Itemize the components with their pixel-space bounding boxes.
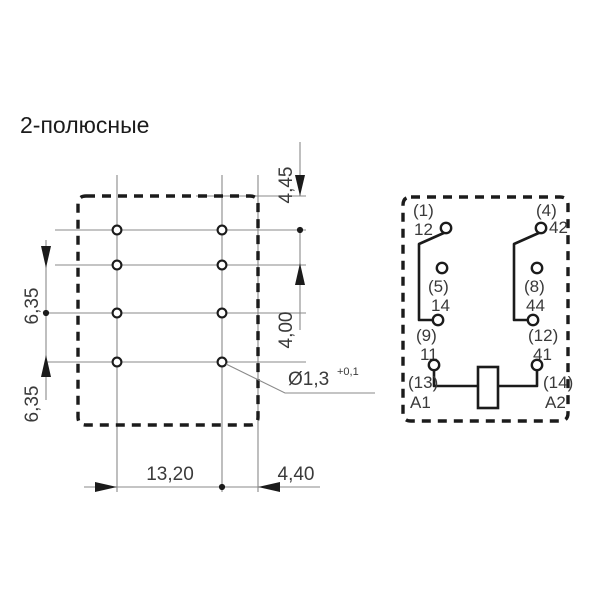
pin-hole xyxy=(111,224,123,236)
dimension-pitch-top: 6,35 xyxy=(22,288,43,325)
dimension-row-gap: 4,00 xyxy=(276,312,297,349)
terminal-common-right xyxy=(530,261,544,275)
dimension-arrow-left xyxy=(95,482,117,492)
label-common-paren-left: (5) xyxy=(428,277,449,296)
dimension-arrow-left xyxy=(258,482,280,492)
contact-left: (1) 12 (5) 14 (9) 11 xyxy=(413,201,453,364)
dimension-pitch-bottom: 6,35 xyxy=(22,386,43,423)
datum-dot xyxy=(218,483,226,491)
label-nc-paren-right: (12) xyxy=(528,326,558,345)
label-no-right: 42 xyxy=(549,218,568,237)
terminal-coil-a1 xyxy=(427,358,441,372)
dimension-column-pitch: 13,20 xyxy=(146,464,194,485)
coil-body xyxy=(476,365,500,410)
dimension-arrow-up xyxy=(295,263,305,285)
schematic-view: (1) 12 (5) 14 (9) 11 (4) 42 (8) 44 (12) … xyxy=(401,195,573,423)
coil-wire-left xyxy=(432,369,478,388)
schematic-outline-dashed xyxy=(401,195,570,423)
footprint-centerlines xyxy=(46,175,306,492)
hole-diameter-label: Ø1,3 xyxy=(288,369,329,390)
contact-blade-right xyxy=(512,230,543,322)
contact-blade-left xyxy=(417,230,448,322)
pin-hole-grid xyxy=(111,224,228,368)
pin-hole xyxy=(216,259,228,271)
label-common-paren-right: (8) xyxy=(524,277,545,296)
label-coil-left: A1 xyxy=(410,393,431,412)
label-coil-right-paren: (14) xyxy=(543,373,573,392)
label-coil-left-paren: (13) xyxy=(408,373,438,392)
datum-dot xyxy=(42,309,50,317)
pin-hole xyxy=(216,356,228,368)
contact-right: (4) 42 (8) 44 (12) 41 xyxy=(512,201,568,364)
label-coil-right: A2 xyxy=(545,393,566,412)
terminal-nc-left xyxy=(431,313,445,327)
terminal-nc-right xyxy=(526,313,540,327)
pin-hole xyxy=(216,307,228,319)
dimension-arrow-down xyxy=(295,175,305,196)
hole-diameter-tolerance: +0,1 xyxy=(337,366,359,378)
pin-hole xyxy=(216,224,228,236)
label-nc-paren-left: (9) xyxy=(416,326,437,345)
datum-dot xyxy=(296,226,304,234)
terminal-no-left xyxy=(439,221,453,235)
dimension-edge-offset-right: 4,40 xyxy=(278,464,315,485)
hole-callout-leader xyxy=(225,363,375,394)
label-no-paren-right: (4) xyxy=(536,201,557,220)
relay-coil: (13) A1 (14) A2 xyxy=(408,358,573,412)
label-common-left: 14 xyxy=(431,296,450,315)
dimension-arrow-down xyxy=(41,246,51,268)
label-no-paren-left: (1) xyxy=(413,201,434,220)
footprint-view: 6,35 6,35 4,45 4,00 xyxy=(22,142,375,492)
label-no-left: 12 xyxy=(414,220,433,239)
coil-wire-right xyxy=(498,369,539,388)
pin-hole xyxy=(111,259,123,271)
body-outline-dashed xyxy=(76,194,260,427)
terminal-common-left xyxy=(435,261,449,275)
pin-hole xyxy=(111,356,123,368)
dimension-arrow-up xyxy=(41,355,51,377)
label-common-right: 44 xyxy=(526,296,545,315)
page-title: 2-полюсные xyxy=(20,112,149,138)
terminal-no-right xyxy=(534,221,548,235)
dimension-edge-offset-top: 4,45 xyxy=(276,167,297,204)
terminal-coil-a2 xyxy=(530,358,544,372)
pin-hole xyxy=(111,307,123,319)
